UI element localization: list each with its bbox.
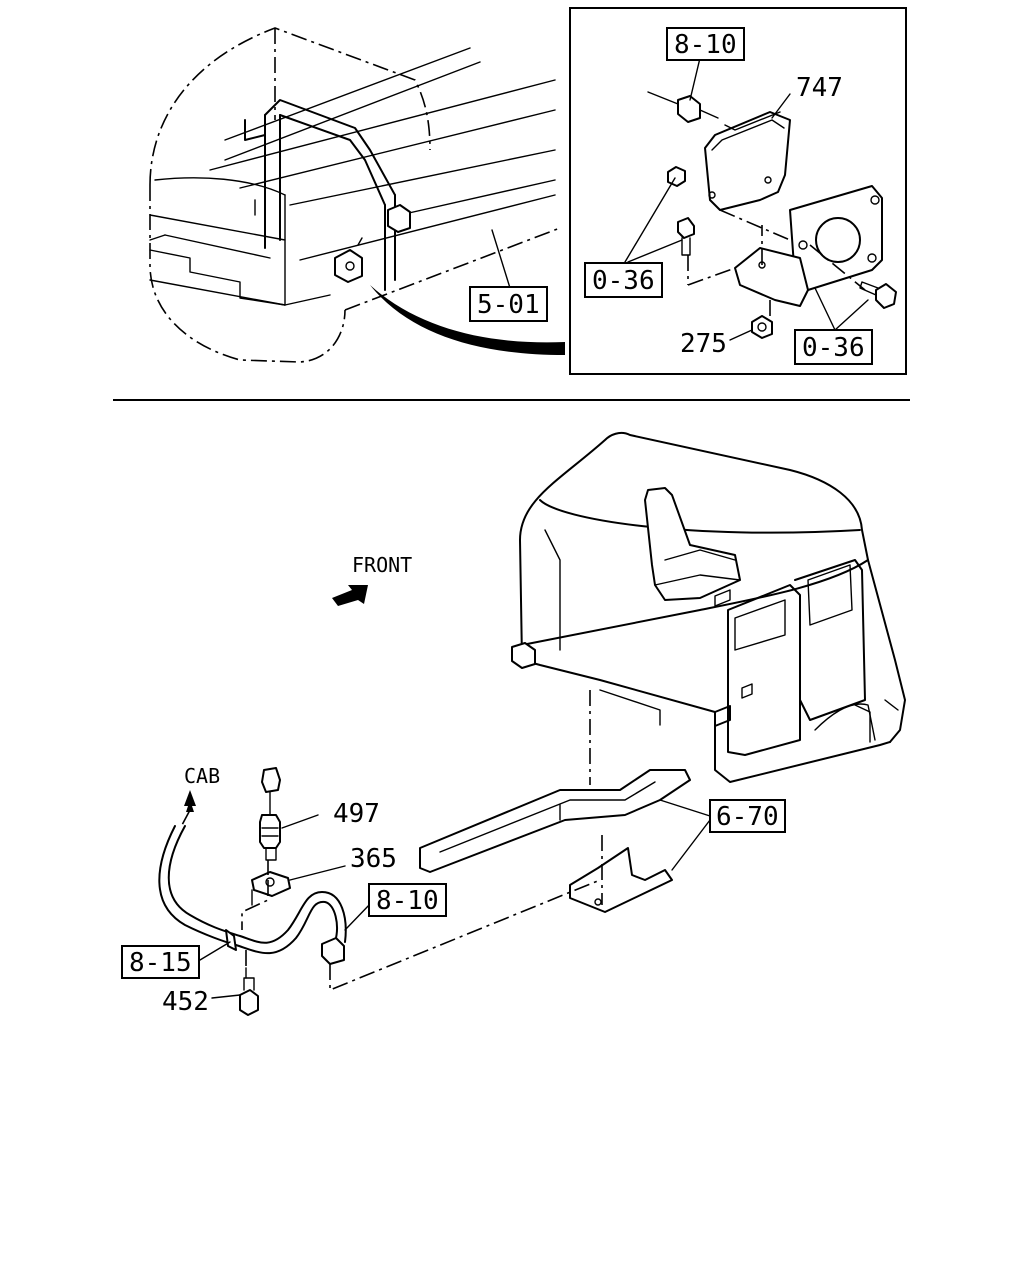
cab-body-top-view — [149, 27, 565, 363]
cab-body-bottom-view — [511, 431, 906, 783]
ref-box-8-15: 8-15 — [121, 945, 200, 979]
cab-arrow-icon — [184, 790, 196, 812]
ref-box-8-10-bottom: 8-10 — [368, 883, 447, 917]
cab-label: CAB — [184, 764, 220, 788]
part-275-label: 275 — [680, 329, 727, 359]
ref-8-15-label: 8-15 — [129, 948, 192, 978]
part-747-label: 747 — [796, 73, 843, 103]
front-arrow-icon — [332, 585, 368, 606]
ref-6-70-label: 6-70 — [716, 802, 779, 832]
ref-box-0-36-right: 0-36 — [794, 329, 873, 365]
ref-box-6-70: 6-70 — [709, 799, 786, 833]
ref-5-01-label: 5-01 — [477, 290, 540, 320]
ref-8-10-inset-label: 8-10 — [674, 30, 737, 60]
frame-beam — [419, 690, 711, 913]
part-365-label: 365 — [350, 844, 397, 874]
ref-0-36-left-label: 0-36 — [592, 266, 655, 296]
front-label: FRONT — [352, 553, 412, 577]
ref-0-36-right-label: 0-36 — [802, 333, 865, 363]
ref-box-5-01: 5-01 — [469, 286, 548, 322]
part-497-label: 497 — [333, 799, 380, 829]
inset-frame — [569, 7, 907, 375]
inset-detail — [569, 7, 907, 375]
ref-box-8-10-inset: 8-10 — [666, 27, 745, 61]
cab-harness: CAB — [158, 764, 601, 1016]
front-direction: FRONT — [332, 553, 412, 606]
ref-box-0-36-left: 0-36 — [584, 262, 663, 298]
ref-8-10-bottom-label: 8-10 — [376, 886, 439, 916]
part-452-label: 452 — [162, 987, 209, 1017]
